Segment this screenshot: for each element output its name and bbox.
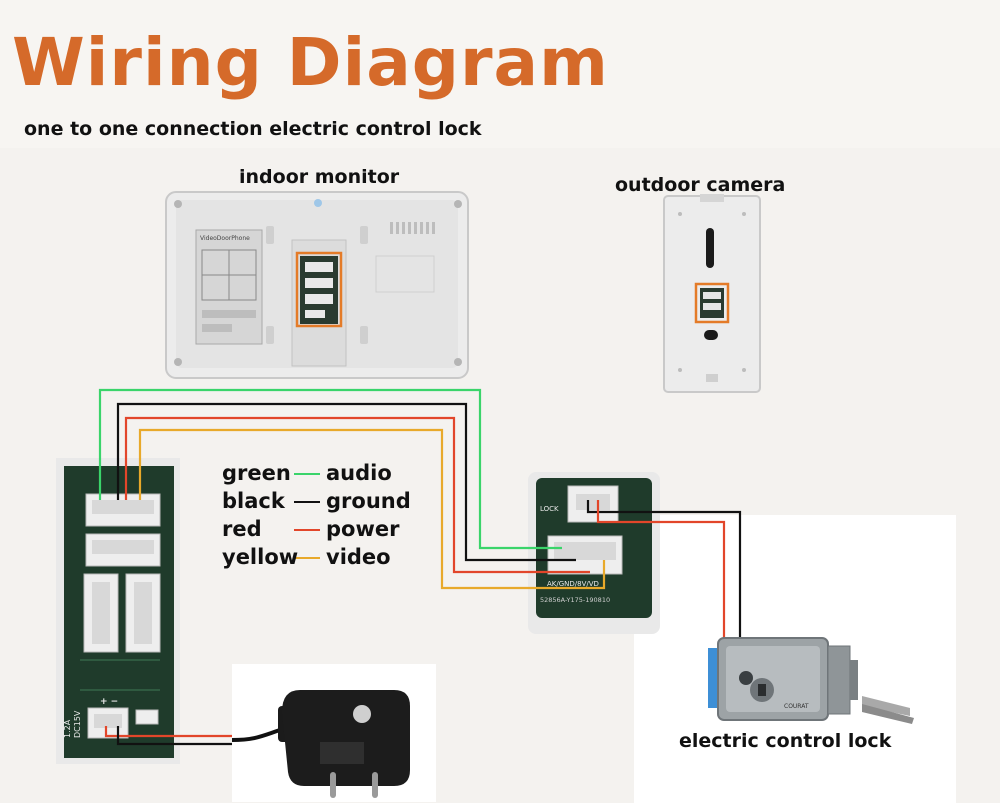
key-icon xyxy=(862,704,914,724)
page-subtitle: one to one connection electric control l… xyxy=(24,118,482,140)
key-icon xyxy=(862,696,910,716)
legend-color-green: green xyxy=(222,461,291,485)
screw-icon xyxy=(454,358,462,366)
legend-swatches xyxy=(294,473,320,559)
screw-icon xyxy=(454,200,462,208)
camera-terminal-label: AK/GND/8V/VD xyxy=(547,580,599,588)
mount-slot xyxy=(360,326,368,344)
monitor-connector-highlight xyxy=(295,251,343,328)
wires xyxy=(98,388,742,746)
legend-color-red: red xyxy=(222,517,262,541)
wire-lock-black xyxy=(586,500,742,640)
mount-hole-icon xyxy=(704,330,718,340)
monitor-sticker-text: VideoDoorPhone xyxy=(200,235,250,242)
page-title: Wiring Diagram xyxy=(12,24,609,101)
plug-pin-icon xyxy=(372,772,378,798)
wire-black-ground xyxy=(116,402,576,562)
wire-lock-red xyxy=(596,500,726,640)
mount-slot xyxy=(266,226,274,244)
indoor-monitor: VideoDoorPhone xyxy=(165,191,469,379)
monitor-recess xyxy=(375,255,435,293)
legend-signal-ground: ground xyxy=(326,489,411,513)
wire-adapter-red xyxy=(104,726,232,738)
camera-pcb-zoom: LOCK AK/GND/8V/VD 52856A-Y175-190810 xyxy=(528,472,660,634)
electric-lock: COURAT xyxy=(708,637,914,724)
speaker-grille-icon xyxy=(390,222,435,234)
wire-adapter-black xyxy=(116,726,232,746)
lock-button-icon xyxy=(739,671,753,685)
power-adapter xyxy=(231,664,436,802)
wire-yellow-video xyxy=(138,428,606,590)
outdoor-camera-label: outdoor camera xyxy=(615,174,786,196)
mount-hole-icon xyxy=(706,228,714,268)
pcb-adapter-label: DC15V xyxy=(73,710,82,738)
camera-part-number: 52856A-Y175-190810 xyxy=(540,596,610,604)
outdoor-camera xyxy=(663,194,761,393)
screw-icon xyxy=(174,358,182,366)
indoor-monitor-label: indoor monitor xyxy=(239,166,400,188)
monitor-pcb-zoom: + − DC15V 1.2A xyxy=(56,458,180,764)
legend-signal-power: power xyxy=(326,517,400,541)
indicator-led-icon xyxy=(314,199,322,207)
legend-color-black: black xyxy=(222,489,285,513)
mount-slot xyxy=(360,226,368,244)
wire-red-power xyxy=(124,416,590,574)
legend-color-yellow: yellow xyxy=(222,545,299,569)
lock-latch xyxy=(827,645,851,715)
electric-lock-label: electric control lock xyxy=(679,730,892,752)
adapter-logo-icon xyxy=(353,705,371,723)
plug-pin-icon xyxy=(330,772,336,798)
mount-slot xyxy=(266,326,274,344)
screw-icon xyxy=(174,200,182,208)
adapter-body xyxy=(282,690,410,786)
wire-green-audio xyxy=(98,388,562,550)
camera-lock-label: LOCK xyxy=(540,505,559,513)
lock-brand: COURAT xyxy=(784,703,809,710)
legend-signal-audio: audio xyxy=(326,461,392,485)
legend-signal-video: video xyxy=(326,545,391,569)
camera-connector-highlight xyxy=(694,282,730,324)
pcb-adapter-current: 1.2A xyxy=(63,719,72,738)
svg-text:+ −: + − xyxy=(100,697,118,707)
